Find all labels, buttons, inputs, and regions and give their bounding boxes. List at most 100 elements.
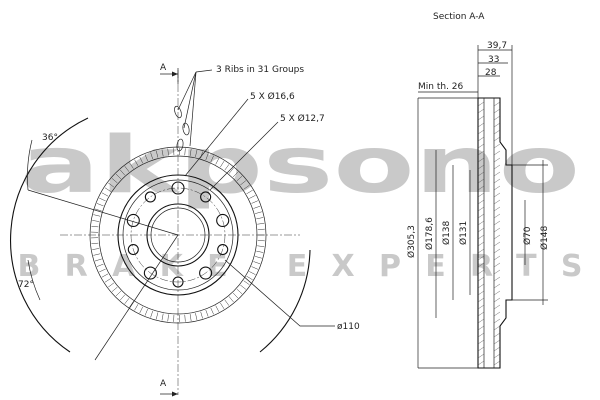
angle-ray-top [27, 189, 179, 236]
hatch-line [493, 178, 501, 184]
angle-arc-bottom [27, 259, 41, 301]
hatch-line [493, 304, 501, 310]
rib-tick [240, 180, 247, 186]
section-marker-bottom: A [160, 379, 167, 389]
small-holes-leader [209, 121, 279, 191]
hatch-line [493, 325, 501, 331]
rib-tick [94, 258, 102, 262]
rib-tick [251, 266, 259, 270]
rib-tick [96, 263, 104, 267]
rib-tick [184, 314, 186, 322]
rib-tick [200, 151, 203, 159]
hatch-line [477, 241, 485, 247]
rib-slot-3 [176, 138, 184, 152]
rib-tick [99, 197, 106, 202]
hatch-line [477, 297, 485, 303]
rib-tick [256, 250, 264, 253]
hatch-line [477, 269, 485, 275]
diameter-label-2: Ø178,6 [424, 217, 435, 250]
rib-tick [124, 166, 130, 172]
hatch-line [493, 136, 501, 142]
rib-tick [96, 203, 104, 207]
rib-tick [205, 309, 209, 317]
hatch-line [493, 318, 501, 324]
watermark-brand: akpsono [20, 121, 580, 211]
small-bolt-hole [127, 243, 139, 256]
rib-tick [144, 308, 148, 316]
diameter-label-5: Ø70 [522, 226, 533, 245]
diameter-label-1: Ø305,3 [406, 225, 417, 258]
rib-tick [240, 284, 247, 290]
small-bolt-hole [200, 191, 212, 203]
rib-tick [167, 148, 169, 156]
rib-tick [144, 154, 148, 162]
rib-tick [134, 159, 139, 166]
rib-tick [184, 148, 186, 156]
section-hatch [477, 101, 501, 366]
hatch-line [477, 157, 485, 163]
hatch-line [493, 262, 501, 268]
rib-tick [236, 288, 243, 295]
section-marker-top: A [160, 63, 167, 73]
rib-tick [243, 185, 250, 190]
ribs-leader-1 [177, 71, 197, 111]
hatch-line [493, 115, 501, 121]
width-disc-label: 28 [485, 68, 497, 78]
hatch-line [493, 185, 501, 191]
diameter-label-4: Ø131 [458, 221, 469, 245]
hatch-line [493, 255, 501, 261]
rib-tick [224, 164, 230, 171]
small-holes-note: 5 X Ø12,7 [280, 113, 325, 124]
hatch-line [493, 122, 501, 128]
hatch-line [493, 213, 501, 219]
angle-arc-top [27, 139, 33, 191]
ribs-note: 3 Ribs in 31 Groups [216, 65, 304, 75]
section-view: Section A-A 39,7 33 28 Min th. 26 Ø305,3… [406, 12, 550, 369]
disc-outer-edge [10, 117, 89, 353]
hatch-line [493, 143, 501, 149]
hatch-line [493, 220, 501, 226]
hatch-line [477, 304, 485, 310]
rib-tick [111, 178, 118, 184]
rib-tick [243, 280, 250, 285]
rib-slot-2 [182, 122, 190, 136]
hatch-line [477, 129, 485, 135]
rib-tick [228, 296, 234, 303]
hatch-line [477, 234, 485, 240]
hatch-line [477, 136, 485, 142]
hatch-line [477, 339, 485, 345]
large-holes-leader [184, 98, 249, 177]
rib-tick [215, 305, 220, 312]
hatch-line [493, 101, 501, 107]
hatch-line [477, 283, 485, 289]
front-view: A A 3 Ribs in 31 Groups 5 X Ø16,6 5 X Ø1… [10, 63, 360, 397]
rib-tick [93, 253, 101, 256]
hatch-line [477, 101, 485, 107]
pitch-diameter-leader [224, 259, 335, 327]
rib-tick [92, 248, 100, 250]
hatch-line [477, 199, 485, 205]
hatch-line [477, 325, 485, 331]
hatch-line [493, 234, 501, 240]
rib-tick [94, 208, 102, 212]
rib-tick [210, 155, 214, 163]
hatch-line [493, 150, 501, 156]
rib-tick [134, 304, 139, 311]
rib-tick [150, 152, 154, 160]
rib-tick [251, 200, 259, 204]
small-bolt-hole [217, 243, 229, 256]
hatch-line [493, 290, 501, 296]
hatch-line [493, 206, 501, 212]
rib-tick [167, 314, 169, 322]
large-holes-note: 5 X Ø16,6 [250, 91, 295, 102]
hatch-line [477, 332, 485, 338]
rib-tick [255, 211, 262, 214]
watermark-tagline: BRAKE EXPERTS [18, 249, 583, 284]
large-bolt-hole [126, 213, 140, 228]
rib-tick [195, 150, 198, 157]
rib-tick [189, 314, 192, 322]
hatch-line [477, 262, 485, 268]
hatch-line [493, 192, 501, 198]
hatch-line [493, 248, 501, 254]
